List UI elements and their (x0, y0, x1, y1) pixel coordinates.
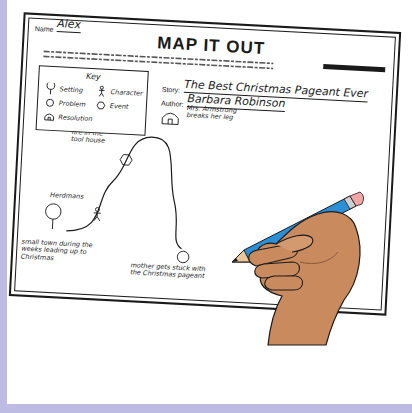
pencil (232, 192, 364, 262)
author-label: Author: (161, 100, 184, 109)
map-icon (120, 154, 132, 165)
map-note: mother gets stuck with the Christmas pag… (130, 262, 211, 281)
map-note: Herdmans (50, 192, 84, 201)
map-icon (93, 207, 101, 221)
worksheet-sheet: MAP IT OUTNameAlexStory:The Best Christm… (9, 12, 401, 315)
key-text: Setting (60, 85, 84, 94)
student-name: Alex (57, 18, 82, 33)
key-symbol (94, 99, 109, 112)
hand (249, 212, 360, 345)
key-entry: Event (94, 99, 129, 113)
key-text: Problem (59, 99, 86, 108)
map-icon (162, 113, 179, 125)
story-label: Story: (162, 86, 181, 95)
header-bar (323, 64, 385, 72)
map-note: Mrs. Armstrong breaks her leg (186, 105, 249, 123)
key-symbol (94, 85, 109, 98)
key-text: Character (110, 88, 142, 98)
key-entry: Resolution (42, 110, 93, 125)
map-note: small town during the weeks leading up t… (21, 239, 108, 266)
key-box: KeySetting CharacterProblem EventResolutio… (36, 65, 149, 136)
map-icon (45, 203, 62, 229)
key-text: Event (110, 102, 129, 111)
key-entry: Problem (43, 96, 86, 110)
map-road (66, 133, 188, 249)
key-heading: Key (39, 66, 147, 84)
key-symbol (42, 110, 57, 123)
key-entry: Setting (43, 82, 83, 96)
map-icon (177, 251, 189, 263)
name-label: Name (35, 25, 54, 34)
key-symbol (43, 96, 58, 109)
key-entry: Character (94, 85, 143, 100)
key-text: Resolution (58, 113, 93, 123)
key-symbol (43, 82, 58, 95)
